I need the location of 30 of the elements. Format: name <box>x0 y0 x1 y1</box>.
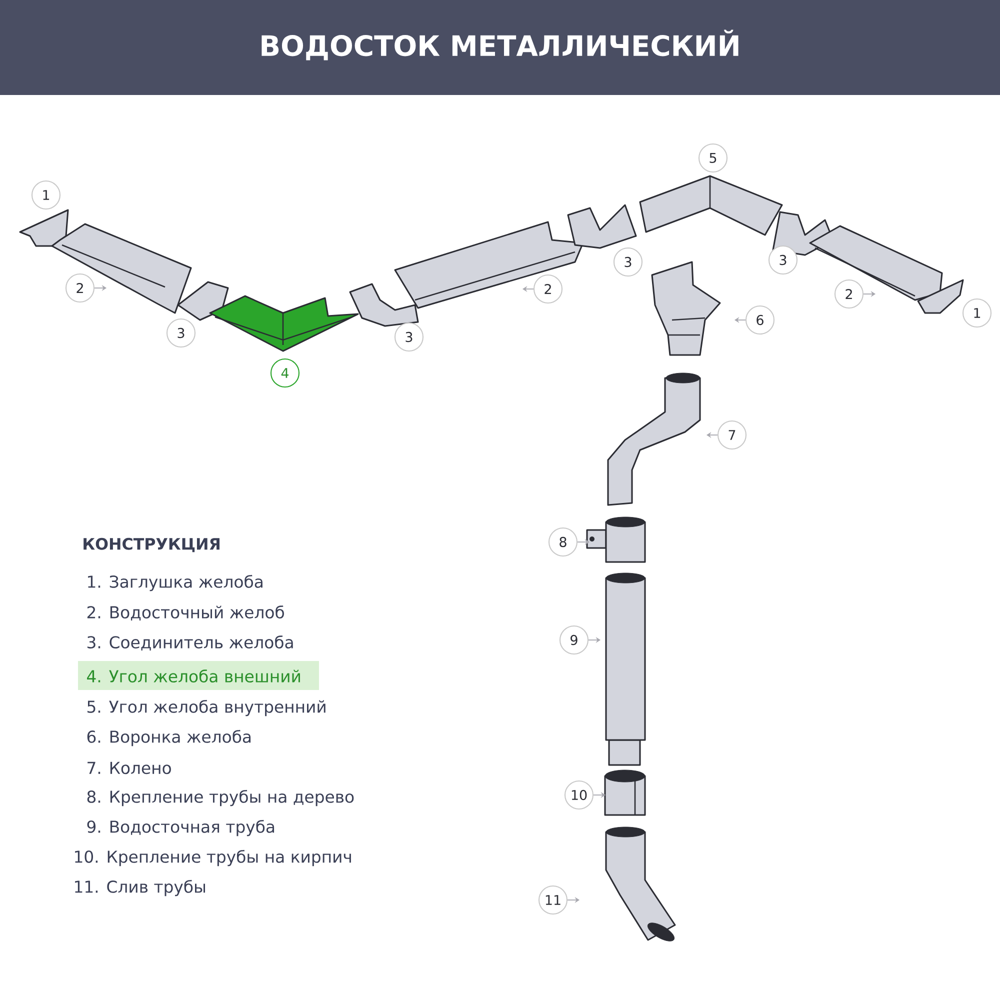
callout-number: 2 <box>65 273 95 303</box>
list-item: 5. Угол желоба внутренний <box>88 700 326 716</box>
title-banner: ВОДОСТОК МЕТАЛЛИЧЕСКИЙ <box>0 0 1000 95</box>
list-item: 7. Колено <box>88 762 171 774</box>
callout-number: 8 <box>548 527 578 557</box>
callout-number: 3 <box>394 322 424 352</box>
list-item: 10. Крепление трубы на кирпич <box>75 850 351 866</box>
callout-number: 2 <box>533 274 563 304</box>
list-item: 3. Соединитель желоба <box>87 636 293 650</box>
callout-number: 1 <box>31 180 61 210</box>
list-item: 9. Водосточная труба <box>87 820 274 836</box>
callout-number: 10 <box>564 780 594 810</box>
list-item: 8. Крепление трубы на дерево <box>87 790 354 806</box>
list-item: 11. Слив трубы <box>75 880 205 896</box>
callout-number: 2 <box>834 279 864 309</box>
callout-number: 4 <box>270 358 300 388</box>
callout-number: 3 <box>768 245 798 275</box>
list-item: 1. Заглушка желоба <box>88 574 262 592</box>
callout-number: 3 <box>613 247 643 277</box>
callout-number: 9 <box>559 625 589 655</box>
list-item: 6. Воронка желоба <box>87 730 251 746</box>
list-item: 2. Водосточный желоб <box>87 606 284 620</box>
highlighted-list-item: 4. Угол желоба внешний <box>78 661 319 690</box>
callout-number: 11 <box>538 885 568 915</box>
callout-number: 7 <box>717 420 747 450</box>
list-heading: КОНСТРУКЦИЯ <box>84 538 220 552</box>
callout-number: 3 <box>166 318 196 348</box>
callout-number: 5 <box>698 143 728 173</box>
callout-number: 6 <box>745 305 775 335</box>
callout-number: 1 <box>962 298 992 328</box>
